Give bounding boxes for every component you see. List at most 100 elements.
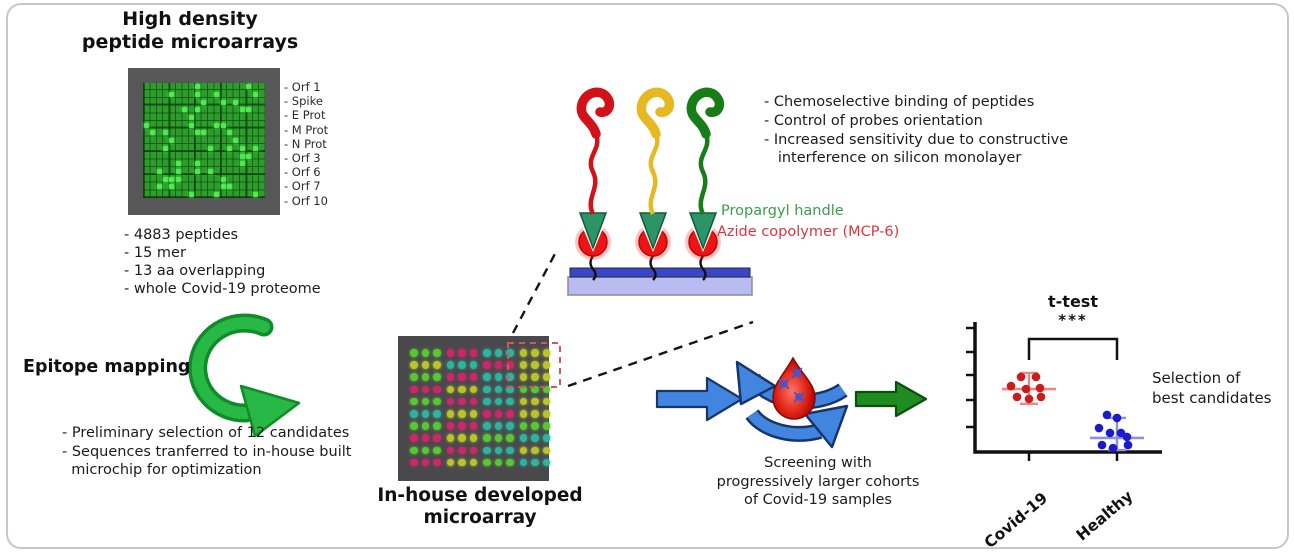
bright-peptide-spot	[163, 176, 168, 182]
chip-protein-label: - N Prot	[284, 136, 327, 151]
bright-peptide-spot	[239, 107, 245, 113]
microarray-dot	[433, 361, 441, 369]
peptide-probe-yellow	[635, 87, 675, 281]
propargyl-handle-triangle	[688, 212, 718, 251]
bright-peptide-spot	[175, 168, 181, 174]
microarray-dot	[494, 410, 502, 418]
microarray-dot	[506, 458, 514, 467]
azide-copolymer-cup	[688, 227, 718, 257]
bright-peptide-spot	[220, 122, 226, 128]
microarray-dot	[433, 397, 441, 406]
bright-peptide-spot	[246, 84, 252, 90]
bright-peptide-spot	[233, 99, 239, 105]
scatter-plot-axes	[966, 322, 1162, 461]
bright-peptide-spot	[195, 84, 200, 90]
peptide-probe-red	[575, 87, 615, 281]
microarray-dot	[483, 446, 491, 455]
bright-peptide-spot	[227, 145, 232, 151]
chip-protein-labels: - Orf 1- Spike- E Prot- M Prot- N Prot- …	[284, 80, 328, 208]
microarray-dot	[421, 410, 429, 418]
bright-peptide-spot	[239, 145, 245, 151]
microarray-dot	[469, 373, 477, 381]
microarray-dot	[410, 434, 418, 442]
microarray-dot	[469, 434, 477, 442]
data-point	[1102, 410, 1112, 420]
bright-peptide-spot	[150, 130, 156, 136]
azide-copolymer-cup	[578, 227, 608, 257]
microarray-dot	[410, 385, 418, 394]
bright-peptide-spot	[156, 168, 162, 174]
bright-peptide-spot	[195, 91, 200, 97]
microarray-dot	[458, 349, 466, 357]
microarray-dot	[542, 434, 550, 442]
microarray-dot	[531, 410, 539, 418]
microarray-dot	[542, 385, 550, 394]
chip-protein-label: - M Prot	[284, 122, 329, 137]
chip-protein-label: - Orf 10	[284, 193, 328, 208]
microarray-dot	[421, 434, 429, 442]
significance-bracket	[1027, 337, 1119, 360]
microarray-dot	[458, 422, 466, 430]
virus-particles-icon	[778, 367, 805, 403]
data-point	[1024, 394, 1034, 404]
microarray-dot	[446, 410, 454, 418]
microarray-dot	[506, 434, 514, 442]
microarray-dot	[531, 349, 539, 357]
microarray-dot	[446, 422, 454, 430]
data-point	[1123, 440, 1133, 450]
microarray-dot	[494, 434, 502, 442]
microarray-dot	[469, 422, 477, 430]
microarray-dot	[421, 446, 429, 455]
microarray-dot	[531, 361, 539, 369]
microarray-dot	[506, 385, 514, 394]
microarray-dot	[421, 349, 429, 357]
inhouse-microarray-chip	[398, 336, 550, 481]
data-point	[1021, 384, 1031, 394]
peptide-specs-list: - 4883 peptides- 15 mer- 13 aa overlappi…	[124, 226, 321, 298]
microarray-dot	[410, 446, 418, 455]
chip-protein-label: - Spike	[284, 94, 323, 109]
microarray-dot	[433, 385, 441, 394]
microarray-dot	[469, 410, 477, 418]
microarray-dot	[446, 434, 454, 442]
microarray-dot	[519, 458, 527, 467]
bright-peptide-spot	[220, 176, 226, 182]
peptide-spec-item: - 15 mer	[124, 245, 186, 261]
bright-peptide-spot	[188, 115, 194, 120]
bright-peptide-spot	[143, 122, 149, 128]
microarray-dot	[446, 361, 454, 369]
microarray-dot	[446, 349, 454, 357]
microarray-dot	[469, 385, 477, 394]
microarray-dot	[531, 397, 539, 406]
microarray-dot	[410, 361, 418, 369]
peptide-spec-item: - whole Covid-19 proteome	[124, 281, 321, 297]
chip-protein-label: - Orf 7	[284, 179, 321, 194]
propargyl-handle-triangle	[578, 212, 608, 251]
screening-caption: Screening with progressively larger coho…	[716, 455, 920, 508]
data-point	[1112, 413, 1122, 423]
microarray-dot	[469, 458, 477, 467]
microarray-dot	[446, 385, 454, 394]
bright-peptide-spot	[246, 107, 252, 113]
bright-peptide-spot	[169, 176, 175, 182]
microarray-dot	[469, 397, 477, 406]
chip-protein-label: - Orf 1	[284, 80, 321, 94]
microarray-dot	[494, 397, 502, 406]
scatter-plot-points	[1002, 371, 1144, 453]
chip-protein-label: - Orf 3	[284, 151, 321, 166]
epitope-note-item: - Preliminary selection of 12 candidates	[62, 425, 350, 441]
bright-peptide-spot	[214, 122, 220, 128]
microarray-dot	[519, 349, 527, 357]
data-point	[1108, 443, 1118, 453]
high-density-chip-grid	[143, 83, 265, 198]
data-point	[1122, 432, 1132, 442]
microarray-dot	[458, 397, 466, 406]
bright-peptide-spot	[169, 138, 175, 144]
data-point	[1116, 428, 1126, 438]
microarray-dot	[506, 410, 514, 418]
microarray-dot	[483, 397, 491, 406]
microarray-dot	[519, 385, 527, 394]
microarray-dot	[433, 410, 441, 418]
epitope-note-item: - Sequences tranferred to in-house built	[62, 443, 352, 460]
bright-peptide-spot	[207, 168, 213, 174]
